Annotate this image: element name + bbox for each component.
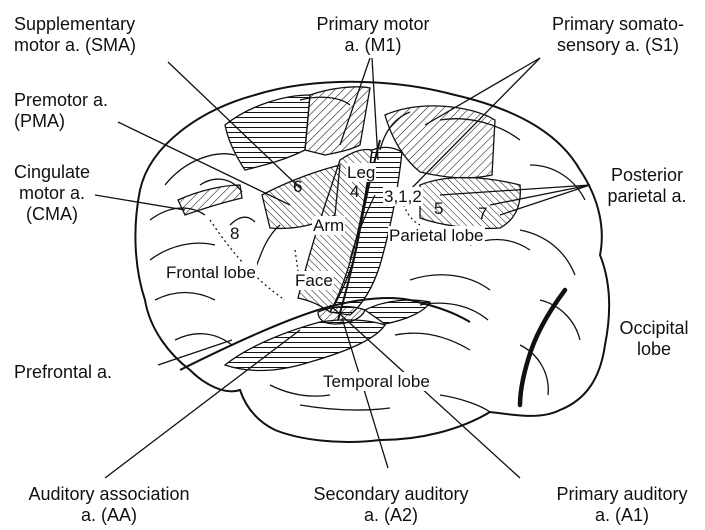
s1-label-line2: sensory a. (S1) (538, 35, 698, 56)
s1-label: Primary somato- sensory a. (S1) (538, 14, 698, 56)
sma-label: Supplementary motor a. (SMA) (14, 14, 136, 56)
m1-region (305, 87, 370, 155)
area-7-label: 7 (478, 204, 487, 223)
area-6-label: 6 (293, 177, 302, 196)
sma-label-line1: Supplementary (14, 14, 136, 35)
parietal-lobe-label: Parietal lobe (388, 226, 485, 245)
a2-label: Secondary auditory a. (A2) (276, 484, 506, 526)
a1-label-line2: a. (A1) (540, 505, 704, 526)
occipital-boundary (520, 290, 565, 405)
m1-label-line2: a. (M1) (298, 35, 448, 56)
aa-region (225, 320, 385, 371)
pma-label: Premotor a. (PMA) (14, 90, 108, 132)
aa-label: Auditory association a. (AA) (4, 484, 214, 526)
cma-label-line2: motor a. (4, 183, 100, 204)
a2-label-line1: Secondary auditory (276, 484, 506, 505)
cma-label-line3: (CMA) (4, 204, 100, 225)
ppa-label-line2: parietal a. (592, 186, 702, 207)
cma-label-line1: Cingulate (4, 162, 100, 183)
m1-label: Primary motor a. (M1) (298, 14, 448, 56)
sma-label-line2: motor a. (SMA) (14, 35, 136, 56)
aa-label-line1: Auditory association (4, 484, 214, 505)
a2-label-line2: a. (A2) (276, 505, 506, 526)
cma-region (178, 185, 242, 215)
ppa-label-line1: Posterior (592, 165, 702, 186)
pma-label-line2: (PMA) (14, 111, 108, 132)
arm-label: Arm (312, 216, 345, 235)
cma-label: Cingulate motor a. (CMA) (4, 162, 100, 225)
frontal-lobe-label: Frontal lobe (165, 263, 257, 282)
face-label: Face (294, 271, 334, 290)
area-5-label: 5 (434, 199, 443, 218)
a1-label: Primary auditory a. (A1) (540, 484, 704, 526)
prefrontal-label: Prefrontal a. (14, 362, 112, 383)
occipital-label-line2: lobe (604, 339, 704, 360)
a1-label-line1: Primary auditory (540, 484, 704, 505)
leg-label: Leg (346, 163, 376, 182)
area-312-label: 3,1,2 (383, 187, 423, 206)
occipital-label-line1: Occipital (604, 318, 704, 339)
sma-region (225, 95, 310, 170)
aa-label-line2: a. (AA) (4, 505, 214, 526)
temporal-lobe-label: Temporal lobe (322, 372, 431, 391)
area-4-label: 4 (350, 182, 359, 201)
m1-label-line1: Primary motor (298, 14, 448, 35)
pma-label-line1: Premotor a. (14, 90, 108, 111)
occipital-label: Occipital lobe (604, 318, 704, 360)
s1-label-line1: Primary somato- (538, 14, 698, 35)
temporal-hatch (365, 300, 430, 324)
ppa-label: Posterior parietal a. (592, 165, 702, 207)
area-8-label: 8 (230, 224, 239, 243)
